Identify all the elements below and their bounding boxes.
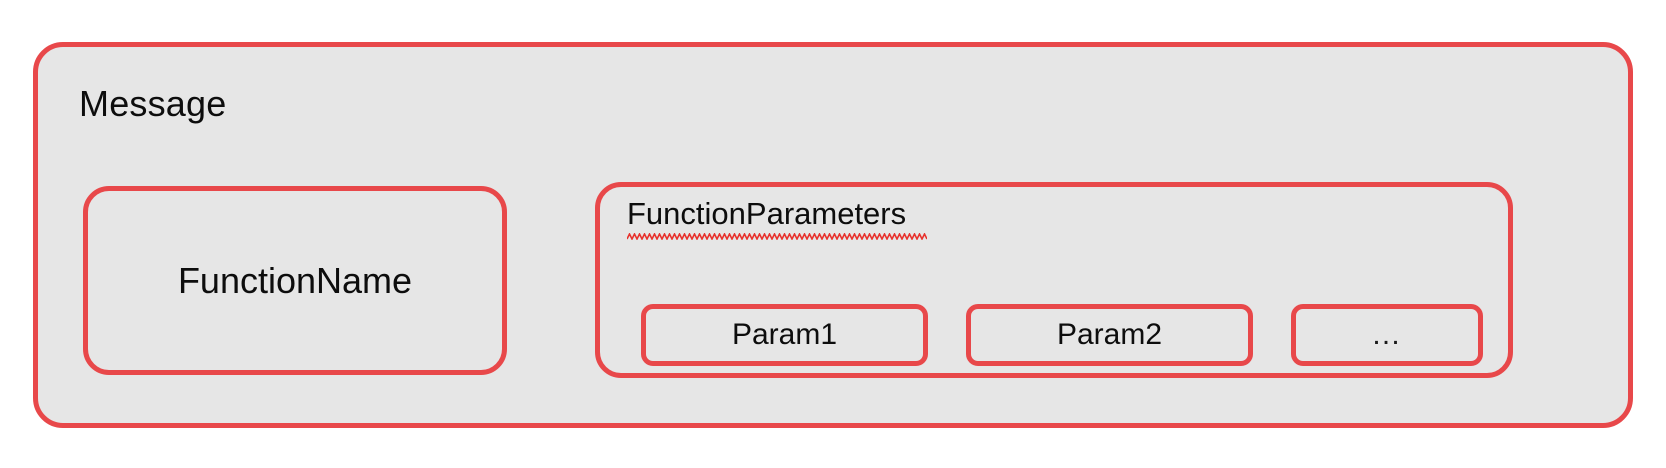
function-name-node[interactable]: FunctionName bbox=[83, 186, 507, 375]
message-title: Message bbox=[79, 83, 227, 124]
function-parameters-label-wrap: FunctionParameters bbox=[627, 196, 927, 240]
param-chip-label: … bbox=[1371, 318, 1403, 351]
param-chip-label: Param2 bbox=[1056, 318, 1163, 351]
spellcheck-squiggle-icon bbox=[627, 233, 927, 240]
message-container[interactable]: Message FunctionName FunctionParameters … bbox=[33, 42, 1633, 428]
param-chip[interactable]: Param1 bbox=[641, 304, 928, 366]
param-chip-label: Param1 bbox=[731, 318, 838, 351]
function-parameters-node[interactable]: FunctionParameters Param1 Param2 … bbox=[595, 182, 1513, 378]
function-parameters-label: FunctionParameters bbox=[627, 196, 907, 231]
function-name-label: FunctionName bbox=[177, 259, 413, 301]
parameters-row: Param1 Param2 … bbox=[641, 304, 1483, 366]
param-chip-ellipsis[interactable]: … bbox=[1291, 304, 1483, 366]
param-chip[interactable]: Param2 bbox=[966, 304, 1253, 366]
